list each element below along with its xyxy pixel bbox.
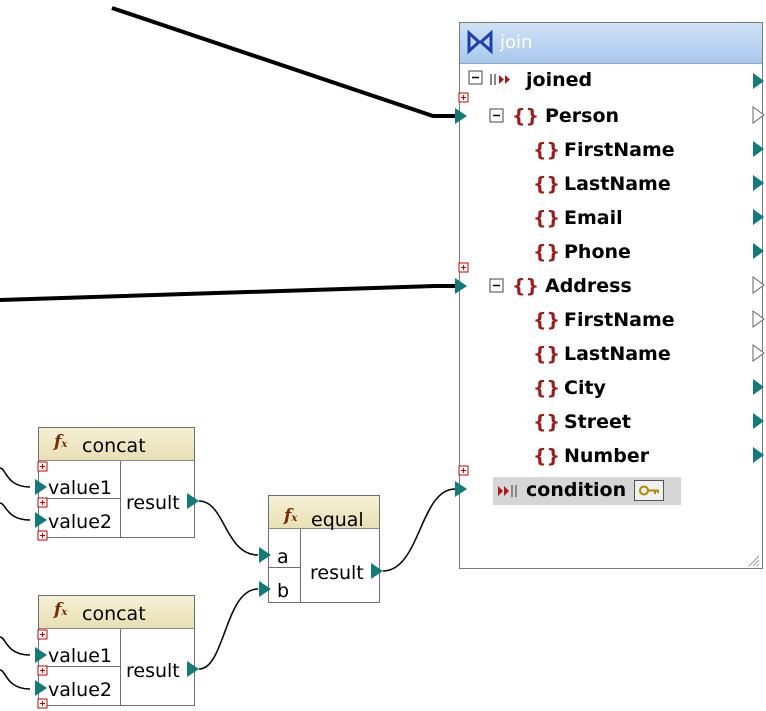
- element-icon: {}: [533, 445, 561, 467]
- condition-label: condition: [526, 479, 627, 501]
- concat-title: concat: [82, 435, 146, 457]
- function-icon: fx: [54, 432, 68, 452]
- wire-to-address[interactable]: [0, 284, 456, 302]
- person-input-connector[interactable]: [454, 92, 474, 126]
- equal-header[interactable]: [269, 496, 379, 529]
- join-header[interactable]: [460, 23, 762, 64]
- join-item-lastname: LastName: [564, 173, 671, 195]
- join-item-joined: joined: [526, 69, 593, 91]
- element-icon: {}: [533, 241, 561, 263]
- a-label: a: [277, 546, 289, 568]
- key-button[interactable]: [634, 480, 664, 501]
- concat-title: concat: [82, 603, 146, 625]
- value1-label: value1: [48, 645, 112, 667]
- function-icon: fx: [54, 600, 68, 620]
- join-item-address: Address: [545, 275, 632, 297]
- join-item-city: City: [564, 377, 606, 399]
- equal-output-connector[interactable]: [370, 562, 384, 580]
- resize-grip[interactable]: [748, 555, 760, 567]
- wire-concat2-to-b[interactable]: [198, 588, 259, 670]
- element-icon: {}: [533, 411, 561, 433]
- collapse-icon[interactable]: [489, 108, 505, 124]
- key-icon: [639, 485, 659, 496]
- element-icon: {}: [512, 275, 540, 297]
- value2-label: value2: [48, 511, 112, 533]
- join-item-address-firstname: FirstName: [564, 309, 675, 331]
- concat2-output-connector[interactable]: [186, 660, 200, 678]
- join-item-street: Street: [564, 411, 631, 433]
- b-label: b: [277, 580, 290, 602]
- condition-icon: [498, 485, 517, 497]
- element-icon: {}: [533, 309, 561, 331]
- join-output-connectors[interactable]: [752, 70, 766, 470]
- element-icon: {}: [533, 343, 561, 365]
- join-item-email: Email: [564, 207, 623, 229]
- join-title: join: [500, 32, 533, 53]
- element-icon: {}: [533, 173, 561, 195]
- concat2-input-connectors[interactable]: [34, 629, 52, 711]
- value2-label: value2: [48, 679, 112, 701]
- concat1-output-connector[interactable]: [186, 492, 200, 510]
- condition-input-connector[interactable]: [454, 465, 474, 499]
- concat-function-1[interactable]: [38, 427, 195, 538]
- join-item-number: Number: [564, 445, 650, 467]
- value1-label: value1: [48, 477, 112, 499]
- concat-header[interactable]: [39, 596, 194, 629]
- wire-equal-to-condition[interactable]: [382, 488, 456, 572]
- result-label: result: [310, 562, 364, 584]
- join-output-icon: [490, 74, 510, 85]
- wire-concat1-to-a[interactable]: [198, 500, 259, 556]
- join-item-phone: Phone: [564, 241, 631, 263]
- element-icon: {}: [533, 139, 561, 161]
- element-icon: {}: [533, 207, 561, 229]
- element-icon: {}: [512, 105, 540, 127]
- wire-to-person[interactable]: [111, 6, 456, 118]
- join-item-address-lastname: LastName: [564, 343, 671, 365]
- join-item-person: Person: [545, 105, 620, 127]
- concat1-input-connectors[interactable]: [34, 461, 52, 543]
- result-label: result: [126, 492, 180, 514]
- result-label: result: [126, 660, 180, 682]
- equal-title: equal: [311, 509, 364, 531]
- element-icon: {}: [533, 377, 561, 399]
- equal-function[interactable]: [268, 495, 380, 603]
- concat-function-2[interactable]: [38, 595, 195, 706]
- join-icon: [467, 30, 493, 54]
- concat-header[interactable]: [39, 428, 194, 461]
- collapse-icon[interactable]: [489, 278, 505, 294]
- function-icon: fx: [284, 506, 298, 526]
- join-item-firstname: FirstName: [564, 139, 675, 161]
- address-input-connector[interactable]: [454, 262, 474, 296]
- collapse-icon[interactable]: [468, 70, 484, 86]
- equal-input-connectors[interactable]: [258, 546, 274, 598]
